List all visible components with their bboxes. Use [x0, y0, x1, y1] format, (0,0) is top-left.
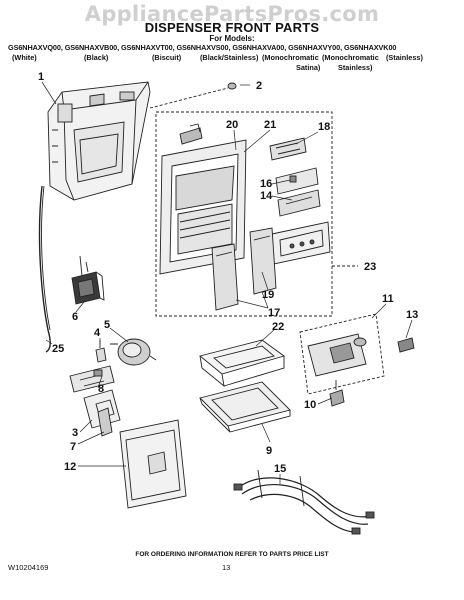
callout-5: 5: [104, 319, 110, 331]
color-biscuit: (Biscuit): [152, 53, 182, 62]
part-1-dispenser-housing: [47, 81, 151, 201]
color-satina-cont: Satina): [296, 63, 321, 72]
part-25-tube: [38, 185, 51, 353]
leader-lines: [41, 81, 413, 484]
callout-19: 19: [262, 289, 274, 301]
part-5-motor: [110, 338, 157, 366]
color-monochromatic-stainless: (Monochromatic: [322, 53, 379, 62]
callout-22: 22: [272, 321, 284, 333]
callout-21: 21: [264, 119, 276, 131]
part-17-dispenser-pads: [211, 227, 277, 311]
part-15-wire-harness: [233, 469, 375, 535]
color-stainless: (Stainless): [386, 53, 423, 62]
callout-15: 15: [274, 463, 286, 475]
assembly-11-group-box: [299, 313, 385, 395]
callout-2: 2: [256, 80, 262, 92]
part-4-actuator: [95, 340, 107, 363]
part-7-bracket: [97, 407, 113, 437]
part-11-solenoid-assembly: [307, 333, 367, 377]
color-stainless-cont: Stainless): [338, 63, 373, 72]
model-list: GS6NHAXVQ00, GS6NHAXVB00, GS6NHAXVT00, G…: [8, 43, 397, 52]
page-number: 13: [222, 563, 231, 572]
for-models-label: For Models:: [209, 34, 255, 43]
callout-11: 11: [382, 293, 394, 305]
part-16-board: [275, 167, 319, 195]
part-20-lever: [179, 123, 203, 145]
callout-14: 14: [260, 190, 273, 202]
part-12-cover-plate: [119, 419, 187, 509]
page-title: DISPENSER FRONT PARTS: [144, 20, 320, 35]
part-6-bracket: [71, 255, 105, 305]
callout-20: 20: [226, 119, 238, 131]
callout-6: 6: [72, 311, 78, 323]
part-13-connector: [397, 337, 415, 353]
part-10-fitting: [329, 380, 345, 407]
callout-3: 3: [72, 427, 78, 439]
part-21-dispenser-frame: [159, 139, 247, 275]
color-black: (Black): [84, 53, 109, 62]
callout-9: 9: [266, 445, 272, 457]
callout-16: 16: [260, 178, 272, 190]
part-22-drip-tray: [199, 339, 286, 388]
callout-25: 25: [52, 343, 64, 355]
callout-4: 4: [94, 327, 101, 339]
color-white: (White): [12, 53, 37, 62]
part-2-screw: [149, 82, 237, 109]
ordering-info-note: FOR ORDERING INFORMATION REFER TO PARTS …: [135, 551, 329, 558]
part-19-control-panel: [271, 221, 331, 265]
watermark: AppliancePartsPros.com: [84, 2, 380, 26]
part-8-switch: [69, 365, 115, 393]
callout-13: 13: [406, 309, 418, 321]
callout-23: 23: [364, 261, 376, 273]
callout-8: 8: [98, 383, 104, 395]
assembly-23-group-box: [155, 111, 333, 317]
callout-7: 7: [70, 441, 76, 453]
part-14-board: [277, 189, 321, 217]
part-9-tray-base: [199, 381, 291, 433]
callout-1: 1: [38, 71, 44, 83]
callout-17: 17: [268, 307, 280, 319]
document-number: W10204169: [8, 563, 49, 572]
color-monochromatic-satina: (Monochromatic: [262, 53, 319, 62]
callout-10: 10: [304, 399, 316, 411]
color-black-stainless: (Black/Stainless): [200, 53, 259, 62]
callout-12: 12: [64, 461, 76, 473]
callout-18: 18: [318, 121, 330, 133]
